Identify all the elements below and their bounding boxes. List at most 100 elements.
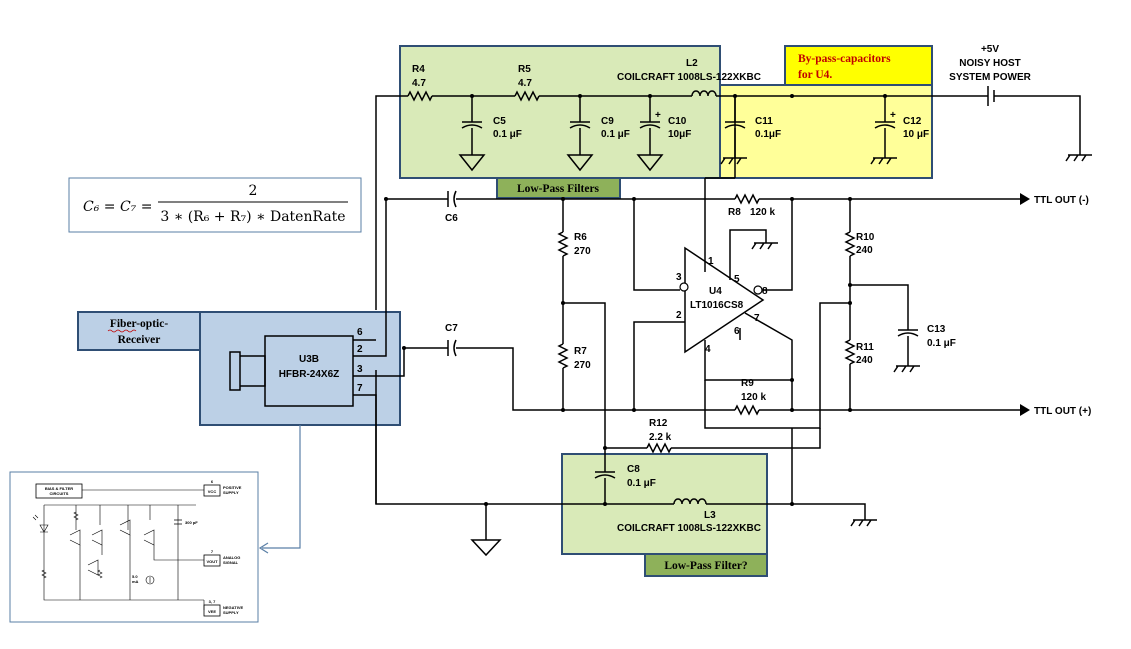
ground-c13	[893, 365, 920, 373]
svg-text:4: 4	[705, 344, 711, 355]
c10-capacitor	[639, 96, 661, 155]
u3b-ic	[264, 335, 354, 407]
c5-name: C5	[493, 116, 506, 127]
c10-name: C10	[668, 116, 687, 127]
r6-resistor	[557, 231, 569, 257]
c13-name: C13	[927, 324, 946, 335]
c11-value: 0.1μF	[755, 129, 781, 140]
r11-value: 240	[856, 355, 873, 366]
c8-value: 0.1 μF	[627, 478, 656, 489]
svg-text:7: 7	[211, 549, 214, 554]
c6-name: C6	[445, 213, 458, 224]
svg-text:5: 5	[734, 274, 740, 285]
r7-resistor	[557, 343, 569, 369]
r4-resistor	[407, 90, 433, 102]
low-pass-filter-q-tag-box	[644, 553, 768, 577]
optical-connector	[229, 351, 266, 391]
ground-l3	[850, 519, 877, 527]
c8-capacitor	[594, 448, 616, 504]
l2-value: COILCRAFT 1008LS-122XKBC	[617, 72, 761, 83]
c12-name: C12	[903, 116, 922, 127]
r7-name: R7	[574, 346, 587, 357]
r6-name: R6	[574, 232, 587, 243]
svg-text:2: 2	[676, 310, 682, 321]
ttl-plus-arrow	[1020, 404, 1030, 416]
bypass-tag-line1: By-pass-capacitors	[798, 53, 891, 65]
svg-text:3: 3	[357, 364, 363, 375]
r9-name: R9	[741, 378, 754, 389]
svg-text:2: 2	[357, 344, 363, 355]
r6-value: 270	[574, 246, 591, 257]
r12-name: R12	[649, 418, 668, 429]
inset-pointer-arrow	[262, 425, 301, 549]
u4-comparator	[684, 246, 765, 354]
svg-text:6: 6	[211, 479, 214, 484]
bypass-capacitors-region	[719, 84, 933, 179]
svg-text:BIAS & FILTER: BIAS & FILTER	[45, 486, 73, 491]
r5-resistor	[514, 90, 540, 102]
c6-capacitor	[447, 190, 457, 208]
r8-value: 120 k	[750, 207, 775, 218]
l3-name: L3	[704, 510, 716, 521]
fiber-label-box	[77, 311, 201, 351]
c13-capacitor	[897, 329, 919, 366]
svg-text:ANALOG: ANALOG	[223, 555, 240, 560]
svg-text:VEE: VEE	[208, 609, 216, 614]
battery-symbol	[982, 86, 1000, 106]
u3b-part: HFBR-24X6Z	[279, 369, 340, 380]
svg-text:300 pF: 300 pF	[185, 520, 198, 525]
spellcheck-squiggle	[107, 329, 137, 333]
power-voltage: +5V	[981, 44, 999, 55]
r5-value: 4.7	[518, 78, 532, 89]
ttl-plus-label: TTL OUT (+)	[1034, 406, 1091, 417]
r9-value: 120 k	[741, 392, 766, 403]
svg-text:+: +	[655, 110, 661, 121]
fiber-tag-line2: Receiver	[118, 334, 161, 346]
svg-text:+: +	[890, 110, 896, 121]
svg-text:7: 7	[754, 313, 760, 324]
r7-value: 270	[574, 360, 591, 371]
formula-denominator: 3 ∗ (R₆ + R₇) ∗ DatenRate	[160, 209, 345, 225]
svg-text:7: 7	[357, 383, 363, 394]
r12-resistor	[646, 442, 672, 454]
bypass-label-box	[784, 45, 933, 86]
r12-value: 2.2 k	[649, 432, 672, 443]
c12-value: 10 μF	[903, 129, 929, 140]
ground-c10	[636, 154, 664, 172]
r8-name: R8	[728, 207, 741, 218]
top-rail-wire	[375, 95, 408, 310]
svg-text:VOUT: VOUT	[206, 559, 218, 564]
svg-text:mA: mA	[132, 579, 139, 584]
svg-text:POSITIVE: POSITIVE	[223, 485, 242, 490]
r4-name: R4	[412, 64, 425, 75]
formula-lhs: C₆ = C₇ =	[83, 199, 152, 215]
svg-text:VCC: VCC	[208, 489, 217, 494]
svg-text:NEGATIVE: NEGATIVE	[223, 605, 243, 610]
l3-value: COILCRAFT 1008LS-122XKBC	[617, 523, 761, 534]
formula-numerator: 2	[249, 183, 258, 199]
ground-c5	[458, 154, 486, 172]
svg-text:5.0: 5.0	[132, 574, 138, 579]
c7-capacitor	[447, 339, 457, 357]
u4-name: U4	[709, 286, 722, 297]
r11-resistor	[844, 339, 856, 365]
svg-text:SUPPLY: SUPPLY	[223, 490, 239, 495]
power-line2: SYSTEM POWER	[949, 72, 1031, 83]
svg-text:3, 7: 3, 7	[209, 599, 216, 604]
ground-power	[1065, 154, 1092, 162]
c11-name: C11	[755, 116, 773, 127]
low-pass-filters-region	[399, 45, 721, 179]
c13-value: 0.1 μF	[927, 338, 956, 349]
ground-u4	[751, 242, 778, 250]
ground-c9	[566, 154, 594, 172]
c5-capacitor	[461, 96, 483, 155]
c9-value: 0.1 μF	[601, 129, 630, 140]
r9-resistor	[734, 404, 760, 416]
ground-c12	[870, 157, 897, 165]
c9-name: C9	[601, 116, 614, 127]
svg-text:3: 3	[676, 272, 682, 283]
r8-resistor	[734, 193, 760, 205]
ttl-minus-label: TTL OUT (-)	[1034, 195, 1089, 206]
svg-text:CIRCUITS: CIRCUITS	[50, 491, 69, 496]
